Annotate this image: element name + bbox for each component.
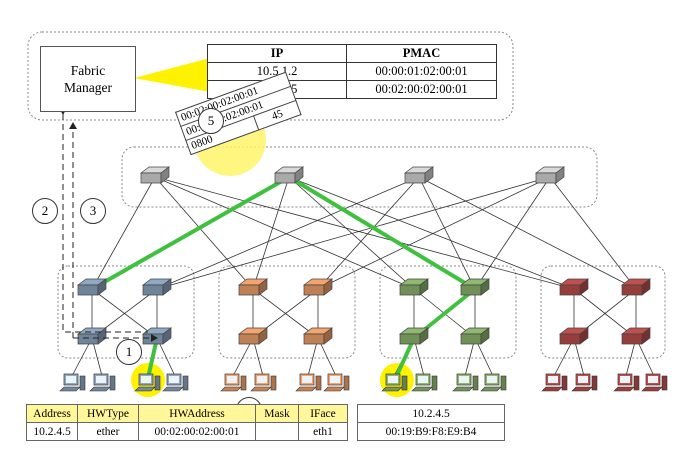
step-badge-5: 5 (198, 108, 224, 134)
aggregation-switch-icon (620, 278, 652, 296)
core-agg-link (154, 176, 575, 290)
edge-switch-icon (76, 327, 108, 345)
fabric-manager-label-2: Manager (64, 80, 112, 95)
host-computer-icon (613, 373, 640, 392)
pod-3-region (540, 265, 666, 359)
core-agg-link (418, 176, 637, 290)
aggregation-switch-icon (302, 278, 334, 296)
host-computer-icon (381, 373, 408, 392)
arp-table: Address HWType HWAddress Mask IFace 10.2… (26, 404, 348, 441)
core-agg-link (418, 176, 476, 290)
host-info-table: 10.2.4.5 00:19:B9:F8:E9:B4 (357, 404, 505, 441)
core-agg-link (288, 176, 415, 290)
path-segment (287, 175, 477, 291)
edge-switch-icon (302, 327, 334, 345)
host-computer-icon (59, 373, 86, 392)
arrow-2 (59, 108, 148, 333)
arp-cell: 00:02:00:02:00:01 (138, 422, 256, 441)
core-switch-icon (139, 166, 171, 184)
arp-cell (255, 422, 299, 441)
aggregation-switch-icon (558, 278, 590, 296)
host-computer-icon (452, 373, 479, 392)
host-computer-icon (411, 373, 438, 392)
core-region (121, 146, 598, 208)
host-computer-icon (323, 373, 350, 392)
step-badge-3: 3 (80, 198, 106, 224)
path-segment (146, 337, 159, 379)
core-agg-link (549, 176, 637, 290)
host-computer-icon (250, 373, 277, 392)
path-segment (91, 175, 290, 291)
core-agg-link (288, 176, 575, 290)
pmac-cell: 00:02:00:02:00:01 (346, 80, 497, 99)
core-agg-link (156, 176, 551, 290)
core-agg-link (156, 176, 420, 290)
edge-switch-icon (558, 327, 590, 345)
core-agg-link (317, 176, 551, 290)
edge-switch-icon (398, 327, 430, 345)
host-computer-icon (571, 373, 598, 392)
core-agg-link (474, 176, 551, 290)
pmac-header-ip: IP (207, 44, 347, 63)
edge-switch-icon (620, 327, 652, 345)
aggregation-switch-icon (76, 278, 108, 296)
fabric-manager-label-1: Fabric (70, 63, 106, 78)
arp-header: HWAddress (138, 404, 256, 423)
core-agg-link (252, 176, 290, 290)
arp-header: Address (26, 404, 78, 423)
aggregation-switch-icon (141, 278, 173, 296)
aggregation-switch-icon (459, 278, 491, 296)
arp-cell: eth1 (298, 422, 348, 441)
core-switch-icon (403, 166, 435, 184)
host-mac: 00:19:B9:F8:E9:B4 (357, 422, 505, 441)
arp-header: Mask (255, 404, 299, 423)
arp-cell: ether (77, 422, 139, 441)
arp-header: IFace (298, 404, 348, 423)
edge-switch-icon (237, 327, 269, 345)
host-computer-icon (480, 373, 507, 392)
pod-1-region (218, 265, 356, 359)
core-agg-link (154, 176, 415, 290)
host-computer-icon (641, 373, 668, 392)
fabric-manager-pointer (134, 58, 210, 92)
core-switch-icon (534, 166, 566, 184)
core-agg-link (317, 176, 420, 290)
step-badge-2: 2 (32, 198, 58, 224)
host-computer-icon (89, 373, 116, 392)
aggregation-switch-icon (398, 278, 430, 296)
arp-cell: 10.2.4.5 (26, 422, 78, 441)
step-badge-1: 1 (116, 339, 142, 365)
host-computer-icon (134, 373, 161, 392)
fabric-manager-box: Fabric Manager (40, 46, 136, 112)
host-computer-icon (220, 373, 247, 392)
pod-2-region (379, 265, 517, 359)
pmac-header-pmac: PMAC (346, 44, 497, 63)
pmac-cell: 00:00:01:02:00:01 (346, 62, 497, 81)
core-agg-link (154, 176, 254, 290)
core-switch-icon (273, 166, 305, 184)
host-computer-icon (541, 373, 568, 392)
host-computer-icon (295, 373, 322, 392)
aggregation-switch-icon (237, 278, 269, 296)
host-computer-icon (162, 373, 189, 392)
arp-header: HWType (77, 404, 139, 423)
edge-switch-icon (459, 327, 491, 345)
core-agg-link (91, 176, 156, 290)
host-ip: 10.2.4.5 (357, 404, 505, 423)
